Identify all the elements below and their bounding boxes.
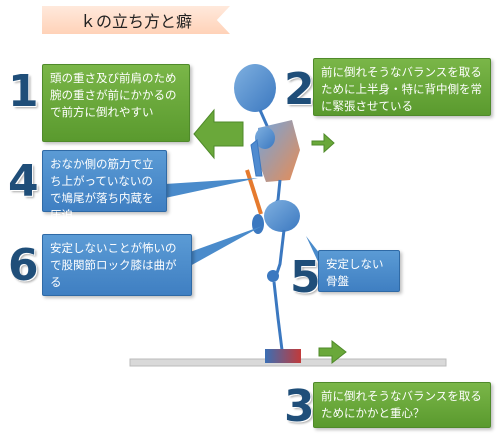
number-5: 5 xyxy=(290,252,321,303)
knee xyxy=(267,270,279,282)
pointer-6 xyxy=(190,226,262,266)
arm xyxy=(250,139,263,177)
number-3: 3 xyxy=(284,381,315,432)
callout-4: おなか側の筋力で立ち上がっていないので鳩尾が落ち内蔵を圧迫 xyxy=(42,150,167,222)
head xyxy=(234,64,276,112)
thigh-line xyxy=(274,229,286,277)
pelvis xyxy=(264,200,300,232)
number-6: 6 xyxy=(8,240,39,291)
callout-4-text: おなか側の筋力で立ち上がっていないので鳩尾が落ち内蔵を圧迫 xyxy=(50,157,154,222)
callout-6-text: 安定しないことが怖いので股関節ロック膝は曲がる xyxy=(50,241,177,289)
callout-3: 前に倒れそうなバランスを取るためにかかと重心？ xyxy=(313,382,491,428)
callout-5: 安定しない骨盤 xyxy=(318,250,400,292)
callout-1: 頭の重さ及び前肩のため腕の重さが前にかかるので前方に倒れやすい xyxy=(42,64,190,142)
pressure-bar xyxy=(245,169,263,215)
callout-5-text: 安定しない骨盤 xyxy=(326,257,384,288)
title-banner: ｋの立ち方と癖 xyxy=(42,6,230,34)
shin-line xyxy=(272,281,284,351)
page-title: ｋの立ち方と癖 xyxy=(79,12,192,31)
callout-2: 前に倒れそうなバランスを取るために上半身・特に背中側を常に緊張させている xyxy=(313,58,491,116)
arrow-right-heel xyxy=(318,339,347,365)
callout-2-text: 前に倒れそうなバランスを取るために上半身・特に背中側を常に緊張させている xyxy=(321,65,482,113)
pointer-4 xyxy=(165,178,258,198)
number-4: 4 xyxy=(8,156,39,207)
arrow-right-back-tension xyxy=(311,132,335,154)
callout-1-text: 頭の重さ及び前肩のため腕の重さが前にかかるので前方に倒れやすい xyxy=(50,71,177,119)
pointer-5 xyxy=(306,236,320,266)
number-1: 1 xyxy=(8,66,39,117)
shoulder xyxy=(255,127,275,149)
arrow-left-forward-lean xyxy=(193,108,244,160)
number-2: 2 xyxy=(284,64,315,115)
hand xyxy=(252,214,264,234)
foot xyxy=(265,349,301,363)
callout-3-text: 前に倒れそうなバランスを取るためにかかと重心？ xyxy=(321,389,482,420)
callout-6: 安定しないことが怖いので股関節ロック膝は曲がる xyxy=(42,234,192,296)
